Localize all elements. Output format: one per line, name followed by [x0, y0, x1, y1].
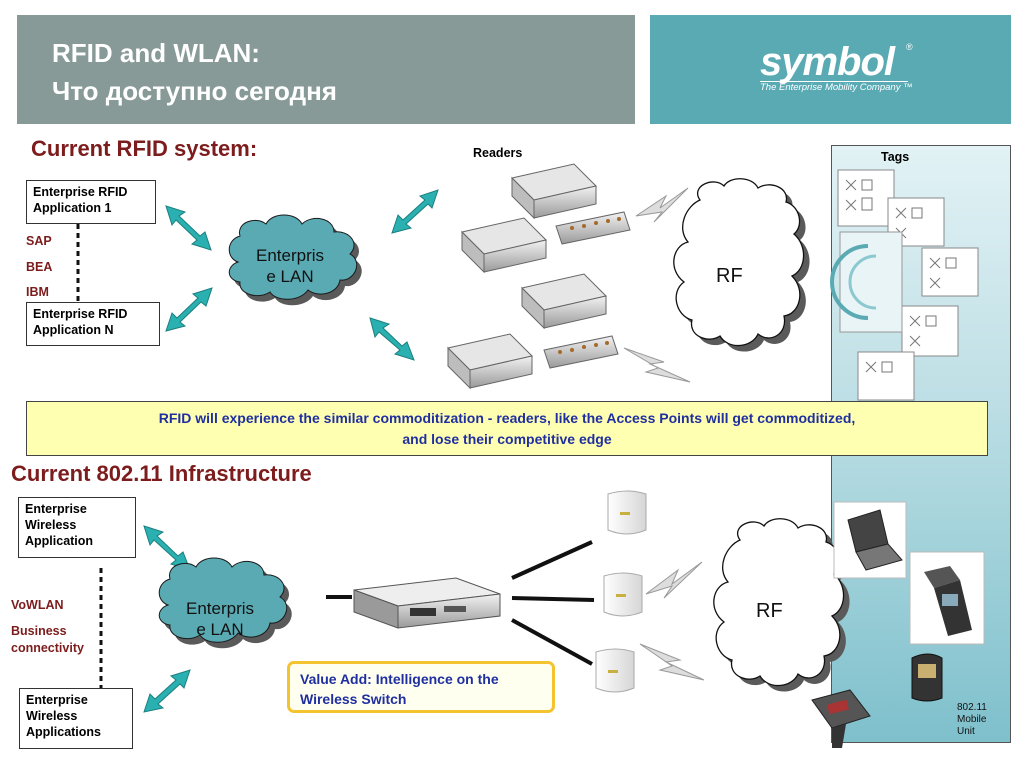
- handheld-scanner-icon: [909, 551, 985, 645]
- value-line: Value Add: Intelligence on the: [300, 671, 499, 687]
- cloud-icon: [228, 214, 362, 306]
- rfid-section-title: Current RFID system:: [31, 136, 258, 161]
- access-point-icon: [603, 572, 643, 617]
- logo-panel: [650, 15, 1011, 124]
- value-line: Wireless Switch: [300, 691, 407, 707]
- tags-label: Tags: [881, 150, 910, 164]
- box-line: Enterprise RFID: [33, 307, 128, 321]
- box-line: Application 1: [33, 201, 112, 215]
- wlan-lan-label: Enterpris e LAN: [180, 598, 260, 640]
- page-title: RFID and WLAN:: [52, 38, 260, 68]
- double-arrow-icon: [165, 287, 213, 332]
- commoditization-banner: RFID will experience the similar commodi…: [26, 401, 988, 456]
- rfid-app-n-box: Enterprise RFID Application N: [26, 302, 160, 346]
- mobile-unit-label: 802.11 Mobile Unit: [957, 702, 987, 738]
- double-arrow-icon: [391, 189, 439, 234]
- lightning-icon: [623, 347, 691, 383]
- title-banner: [17, 15, 635, 124]
- rfid-reader-icon: [511, 163, 597, 220]
- box-line: Application: [25, 534, 94, 548]
- rfid-reader-icon: [521, 273, 607, 330]
- lightning-icon: [635, 187, 689, 223]
- box-line: Enterprise RFID: [33, 185, 128, 199]
- rfid-tag-icon: [830, 231, 903, 333]
- wlan-app-bottom-box: Enterprise Wireless Applications: [19, 688, 133, 749]
- ap-link: [511, 618, 593, 666]
- logo-tagline: The Enterprise Mobility Company ™: [760, 82, 913, 93]
- wlan-rf-label: RF: [756, 600, 783, 622]
- double-arrow-icon: [369, 317, 415, 361]
- box-line: Wireless: [25, 518, 77, 532]
- symbol-logo: symbol: [760, 40, 895, 84]
- service-vowlan: VoWLAN: [11, 598, 64, 612]
- rfid-lan-label: Enterpris e LAN: [250, 245, 330, 287]
- vendor-sap: SAP: [26, 234, 52, 248]
- page-subtitle: Что доступно сегодня: [52, 76, 337, 106]
- rfid-reader-icon: [543, 335, 619, 369]
- mobile-line: 802.11: [957, 702, 987, 713]
- double-arrow-icon: [143, 669, 191, 713]
- rfid-rf-label: RF: [716, 265, 743, 287]
- lan-line: Enterpris: [185, 599, 255, 618]
- handheld-scanner-icon: [911, 653, 943, 702]
- ap-link: [511, 540, 593, 580]
- service-business: Business: [11, 624, 67, 638]
- rfid-reader-icon: [447, 333, 533, 390]
- cloud-icon: [713, 518, 850, 692]
- laptop-icon: [833, 501, 907, 579]
- banner-line-2: and lose their competitive edge: [402, 431, 612, 447]
- wireless-switch-icon: [353, 577, 501, 629]
- box-line: Applications: [26, 725, 102, 739]
- box-line: Wireless: [26, 709, 78, 723]
- rfid-reader-icon: [461, 217, 547, 274]
- mobile-line: Unit: [957, 726, 975, 737]
- lan-line: e LAN: [266, 267, 314, 286]
- access-point-icon: [595, 648, 635, 693]
- logo-underline: [760, 81, 908, 82]
- vendor-bea: BEA: [26, 260, 53, 274]
- rfid-reader-icon: [555, 211, 631, 245]
- lan-line: Enterpris: [255, 246, 325, 265]
- service-connectivity: connectivity: [11, 641, 84, 655]
- box-line: Enterprise: [26, 693, 88, 707]
- wlan-app-top-box: Enterprise Wireless Application: [18, 497, 136, 558]
- box-line: Enterprise: [25, 502, 87, 516]
- logo-registered-mark: ®: [906, 42, 913, 52]
- box-line: Application N: [33, 323, 114, 337]
- lan-line: e LAN: [196, 620, 244, 639]
- lightning-icon: [639, 643, 705, 681]
- lightning-icon: [645, 561, 703, 599]
- vendor-ibm: IBM: [26, 285, 49, 299]
- cloud-icon: [673, 178, 810, 352]
- rfid-app-1-box: Enterprise RFID Application 1: [26, 180, 156, 224]
- cloud-icon: [158, 557, 292, 649]
- double-arrow-icon: [165, 205, 212, 251]
- access-point-icon: [607, 490, 647, 535]
- wlan-section-title: Current 802.11 Infrastructure: [11, 461, 312, 486]
- handheld-scanner-icon: [811, 689, 871, 748]
- value-add-box: Value Add: Intelligence on the Wireless …: [287, 661, 555, 713]
- banner-line-1: RFID will experience the similar commodi…: [158, 410, 856, 426]
- rfid-tag-icon: [837, 169, 979, 401]
- ap-link: [511, 596, 595, 602]
- readers-label: Readers: [473, 146, 523, 160]
- mobile-line: Mobile: [957, 714, 987, 725]
